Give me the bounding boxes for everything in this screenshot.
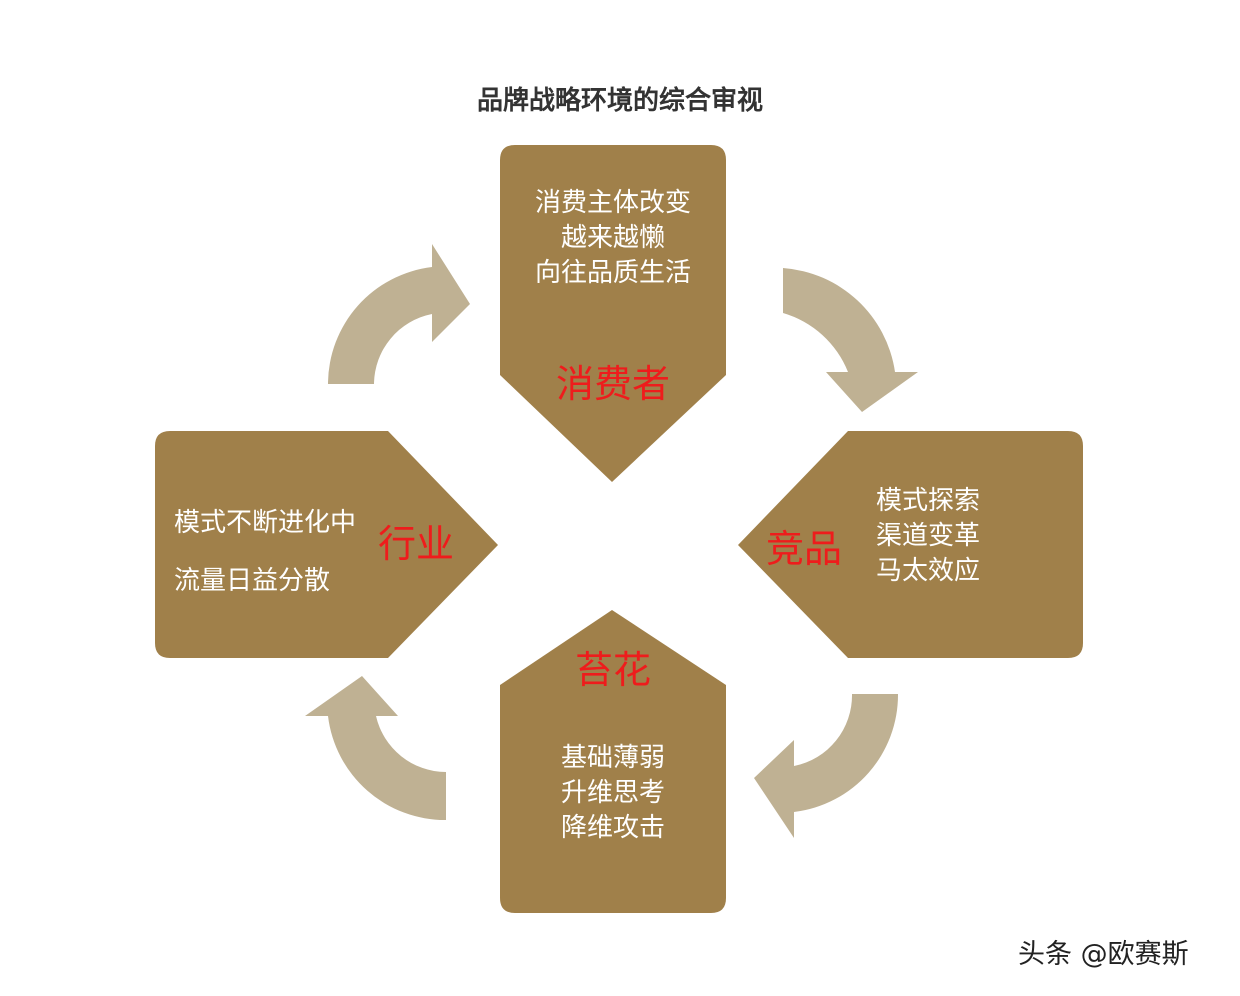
arrow-industry-to-consumer	[328, 244, 470, 384]
competitor-label: 竞品	[766, 527, 843, 571]
consumer-line: 消费主体改变	[534, 188, 691, 218]
arrow-consumer-to-competitor	[783, 268, 918, 412]
competitor-line: 模式探索	[876, 486, 981, 516]
watermark: 头条 @欧赛斯	[1018, 939, 1189, 970]
taihua-label: 苔花	[574, 648, 651, 692]
industry-label: 行业	[378, 522, 455, 566]
arrow-taihua-to-industry	[305, 676, 446, 821]
industry-line: 流量日益分散	[174, 566, 331, 596]
consumer-line: 越来越懒	[560, 223, 665, 253]
arrow-competitor-to-taihua	[754, 694, 899, 838]
competitor-line: 马太效应	[876, 556, 981, 586]
competitor-box	[738, 431, 1083, 658]
taihua-line: 升维思考	[560, 778, 665, 808]
industry-line: 模式不断进化中	[174, 508, 357, 538]
taihua-line: 降维攻击	[560, 813, 665, 843]
taihua-line: 基础薄弱	[560, 743, 665, 773]
industry-lines: 模式不断进化中 流量日益分散	[174, 494, 356, 610]
consumer-lines: 消费主体改变 越来越懒 向往品质生活	[500, 186, 726, 291]
consumer-box	[500, 145, 726, 482]
diagram-title: 品牌战略环境的综合审视	[476, 86, 763, 116]
consumer-label: 消费者	[555, 362, 670, 406]
competitor-line: 渠道变革	[876, 521, 981, 551]
competitor-lines: 模式探索 渠道变革 马太效应	[876, 484, 980, 589]
industry-box	[155, 431, 498, 658]
taihua-lines: 基础薄弱 升维思考 降维攻击	[500, 741, 726, 846]
consumer-line: 向往品质生活	[534, 258, 691, 288]
taihua-box	[500, 610, 726, 913]
